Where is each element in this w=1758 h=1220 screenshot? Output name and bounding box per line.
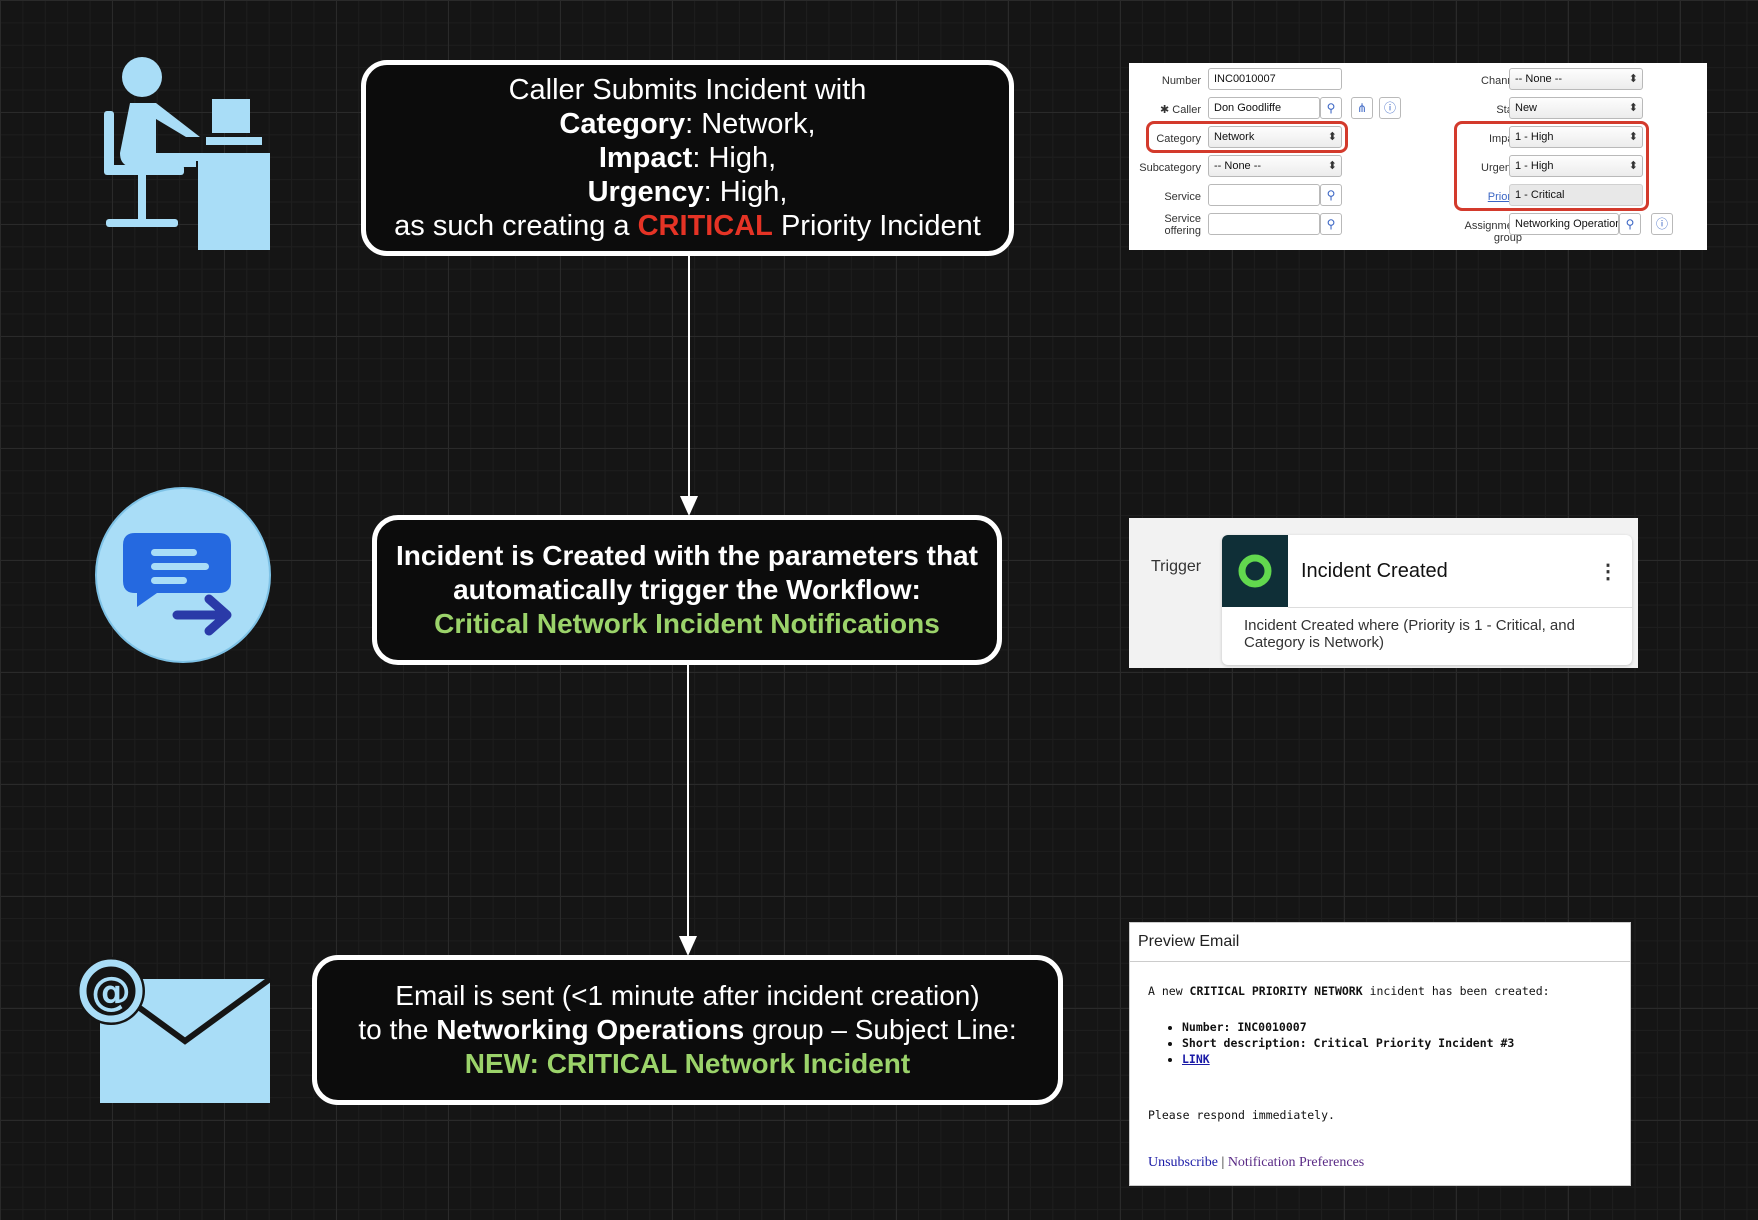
priority-field: 1 - Critical [1509, 184, 1643, 206]
caller-label: Caller [1172, 104, 1201, 116]
email-preview: Preview Email A new CRITICAL PRIORITY NE… [1129, 922, 1631, 1186]
assignment-search-icon[interactable]: ⚲ [1619, 213, 1641, 235]
subcategory-value: -- None -- [1214, 160, 1262, 172]
channel-value: -- None -- [1515, 73, 1563, 85]
message-forward-icon [95, 487, 271, 663]
step3-line1: Email is sent (<1 minute after incident … [395, 980, 980, 1011]
category-label: Category [1156, 133, 1201, 145]
incident-form: Number INC0010007 ✱ Caller Don Goodliffe… [1129, 63, 1707, 250]
trigger-title-bar: Incident Created ⋮ [1288, 535, 1632, 608]
servicenow-logo-icon [1238, 554, 1272, 588]
step-email-sent: Email is sent (<1 minute after incident … [312, 955, 1063, 1105]
impact-select[interactable]: 1 - High [1509, 126, 1643, 148]
mandatory-asterisk-icon: ✱ [1159, 104, 1173, 116]
trigger-panel: Trigger Incident Created ⋮ Incident Crea… [1129, 518, 1638, 668]
number-label: Number [1161, 75, 1201, 87]
category-select[interactable]: Network [1208, 126, 1342, 148]
step-submit-incident: Caller Submits Incident with Category: N… [361, 60, 1014, 256]
service-search-icon[interactable]: ⚲ [1320, 184, 1342, 206]
email-preview-header: Preview Email [1138, 933, 1240, 950]
impact-urgency-priority-highlight [1454, 121, 1649, 211]
subcategory-select[interactable]: -- None -- [1208, 155, 1342, 177]
service-label: Service [1164, 191, 1201, 203]
subcategory-label: Subcategory [1139, 162, 1201, 174]
caller-hierarchy-icon[interactable]: ⋔ [1351, 97, 1373, 119]
email-subject-line: NEW: CRITICAL Network Incident [464, 1048, 911, 1079]
urgency-select[interactable]: 1 - High [1509, 155, 1643, 177]
state-value: New [1515, 102, 1538, 114]
arrowhead-1-2 [680, 496, 698, 516]
unsubscribe-link[interactable]: Unsubscribe [1148, 1155, 1218, 1170]
step1-line5-suffix: Priority Incident [772, 210, 981, 242]
caller-field[interactable]: Don Goodliffe [1208, 97, 1320, 119]
step1-impact-label: Impact [598, 142, 693, 174]
trigger-label: Trigger [1151, 558, 1202, 575]
caller-search-icon[interactable]: ⚲ [1320, 97, 1342, 119]
step2-line2: automatically trigger the Workflow: [453, 574, 921, 605]
service-offering-field[interactable] [1208, 213, 1320, 235]
step1-urgency-label: Urgency [587, 176, 704, 208]
workflow-name: Critical Network Incident Notifications [434, 608, 940, 639]
trigger-card[interactable]: Incident Created ⋮ Incident Created wher… [1222, 535, 1632, 665]
assignment-info-icon[interactable]: ⓘ [1651, 213, 1673, 235]
step3-line2-prefix: to the [358, 1014, 437, 1045]
state-select[interactable]: New [1509, 97, 1643, 119]
step1-line1: Caller Submits Incident with [508, 74, 867, 106]
trigger-condition: Incident Created where (Priority is 1 - … [1244, 617, 1575, 651]
connector-1-2 [688, 256, 690, 500]
number-field[interactable]: INC0010007 [1208, 68, 1342, 90]
connector-2-3 [687, 665, 689, 940]
arrowhead-2-3 [679, 936, 697, 956]
impact-value: 1 - High [1515, 131, 1554, 143]
email-link[interactable]: LINK [1182, 1052, 1210, 1066]
email-short-description-item: Short description: Critical Priority Inc… [1182, 1035, 1514, 1051]
email-at-icon: @ [77, 957, 272, 1103]
step1-line5-prefix: as such creating a [394, 210, 638, 242]
service-offering-search-icon[interactable]: ⚲ [1320, 213, 1342, 235]
trigger-title: Incident Created [1301, 560, 1448, 582]
person-at-desk-icon [104, 57, 270, 250]
trigger-app-icon [1222, 535, 1288, 607]
category-highlight [1146, 121, 1348, 153]
step-incident-created: Incident is Created with the parameters … [372, 515, 1002, 665]
more-options-icon[interactable]: ⋮ [1598, 561, 1618, 583]
step1-category-label: Category [559, 108, 686, 140]
notification-preferences-link[interactable]: Notification Preferences [1227, 1155, 1365, 1170]
critical-label: CRITICAL [637, 210, 773, 242]
email-closing: Please respond immediately. [1148, 1108, 1335, 1122]
step1-impact-value: : High, [692, 142, 777, 174]
service-field[interactable] [1208, 184, 1320, 206]
step1-category-value: : Network, [685, 108, 816, 140]
email-footer: Unsubscribe | Notification Preferences [1148, 1155, 1365, 1170]
step2-line1: Incident is Created with the parameters … [396, 540, 978, 571]
caller-info-icon[interactable]: ⓘ [1379, 97, 1401, 119]
svg-text:@: @ [91, 969, 131, 1015]
urgency-value: 1 - High [1515, 160, 1554, 172]
channel-select[interactable]: -- None -- [1509, 68, 1643, 90]
step3-line2-suffix: group – Subject Line: [744, 1014, 1017, 1045]
email-details-list: Number: INC0010007 Short description: Cr… [1152, 1019, 1514, 1067]
category-value: Network [1214, 131, 1255, 143]
step1-urgency-value: : High, [703, 176, 788, 208]
assignment-group-field[interactable]: Networking Operations [1509, 213, 1619, 235]
email-number-item: Number: INC0010007 [1182, 1019, 1514, 1035]
networking-operations-group: Networking Operations [436, 1014, 745, 1045]
email-intro: A new CRITICAL PRIORITY NETWORK incident… [1148, 984, 1550, 998]
